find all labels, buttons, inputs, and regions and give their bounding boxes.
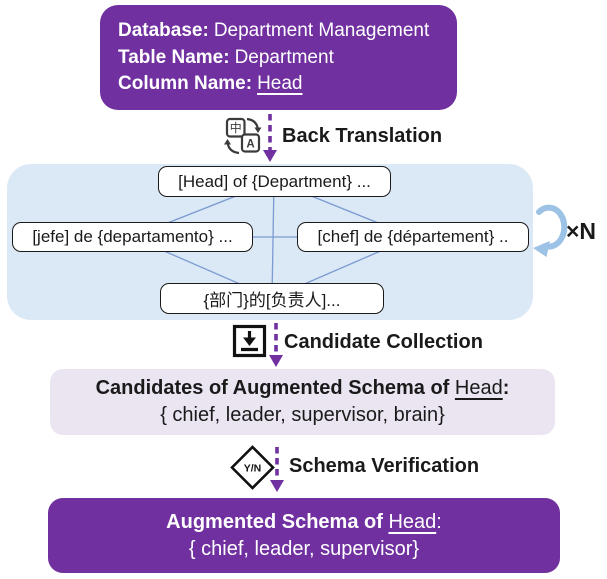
candidates-title-prefix: Candidates of Augmented Schema of	[95, 377, 455, 399]
schema-verification-label: Schema Verification	[289, 455, 480, 477]
result-title-prefix: Augmented Schema of	[166, 510, 389, 533]
back-translation-label: Back Translation	[282, 125, 443, 147]
yes-no-icon-glyph: Y/N	[244, 463, 262, 475]
column-name-row: Column Name:Head	[118, 71, 439, 98]
candidates-title-column: Head	[454, 377, 503, 399]
translate-icon-cn-glyph: 中	[230, 120, 242, 135]
graph-node-chinese: {部门}的[负责人]...	[160, 283, 384, 314]
candidates-card: Candidates of Augmented Schema of Head: …	[50, 369, 555, 435]
augmented-schema-result-card: Augmented Schema of Head: { chief, leade…	[48, 498, 560, 573]
candidates-card-title: Candidates of Augmented Schema of Head:	[96, 375, 510, 402]
graph-node-english: [Head] of {Department} ...	[158, 166, 391, 197]
result-title-column: Head	[388, 510, 437, 533]
table-name-label: Table Name:	[118, 46, 230, 68]
database-value: Department Management	[213, 20, 430, 41]
column-name-label: Column Name:	[118, 73, 253, 94]
graph-node-spanish: [jefe] de {departamento} ...	[12, 222, 253, 252]
translate-icon-a-glyph: A	[246, 139, 254, 151]
result-card-title: Augmented Schema of Head:	[166, 509, 442, 536]
table-name-value: Department	[234, 46, 334, 68]
database-label: Database:	[118, 20, 209, 41]
result-card-values: { chief, leader, supervisor}	[188, 537, 420, 560]
candidates-card-values: { chief, leader, supervisor, brain}	[160, 404, 445, 426]
table-name-row: Table Name:Department	[118, 45, 439, 72]
column-name-value: Head	[257, 73, 303, 94]
loop-arrow-icon	[533, 204, 568, 257]
yes-no-icon: Y/N	[230, 445, 275, 490]
repeat-n-times-badge: ×N	[566, 218, 597, 244]
schema-input-card: Database:Department Management Table Nam…	[100, 5, 457, 110]
candidate-collection-label: Candidate Collection	[284, 331, 483, 353]
candidates-title-colon: :	[502, 377, 510, 399]
translate-icon: 中 A	[224, 117, 262, 155]
graph-node-french: [chef] de {département} ..	[297, 222, 529, 252]
result-title-colon: :	[436, 510, 442, 533]
database-row: Database:Department Management	[118, 18, 439, 45]
download-icon	[232, 324, 267, 358]
